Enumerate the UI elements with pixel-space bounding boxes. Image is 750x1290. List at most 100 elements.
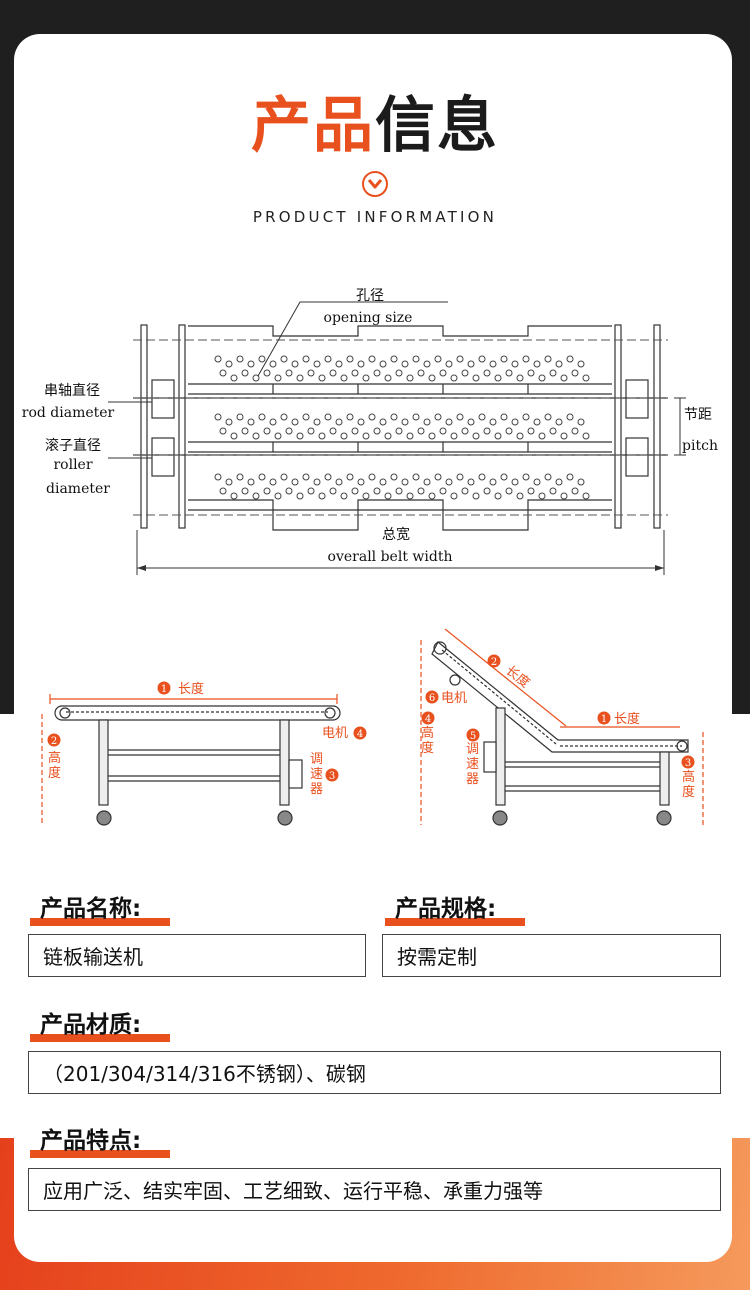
plate-hole [483, 369, 491, 377]
plate-hole [368, 413, 376, 421]
plate-hole [390, 473, 398, 481]
plate-hole [533, 478, 541, 486]
plate-hole [417, 487, 425, 495]
plate-hole [335, 360, 343, 368]
plate-hole [379, 360, 387, 368]
plate-hole [313, 418, 321, 426]
plate-hole [577, 418, 585, 426]
incline-num-2: 2 [491, 657, 497, 668]
plate-hole [285, 369, 293, 377]
plate-hole [428, 432, 436, 440]
incline-height3-label: 高度 [682, 769, 695, 800]
product-spec-value: 按需定制 [382, 934, 721, 977]
incline-num-3: 3 [685, 758, 691, 769]
flat-motor-label: 电机 [322, 726, 348, 741]
plate-hole [489, 418, 497, 426]
plate-hole [467, 418, 475, 426]
plate-hole [384, 374, 392, 382]
incline-motor-label: 电机 [441, 691, 467, 706]
plate-hole [296, 432, 304, 440]
plate-hole [505, 427, 513, 435]
roller-bottom-left [151, 437, 175, 477]
roller-label-cn: 滚子直径 [45, 437, 101, 454]
plate-hole [412, 355, 420, 363]
plate-hole [362, 374, 370, 382]
plate-hole [456, 355, 464, 363]
plate-hole [577, 360, 585, 368]
plate-hole [357, 360, 365, 368]
plate-hole [307, 369, 315, 377]
plate-hole [252, 492, 260, 500]
plate-hole [324, 473, 332, 481]
plate-hole [269, 418, 277, 426]
product-spec-label: 产品规格: [385, 896, 525, 926]
pitch-label-en: pitch [682, 438, 718, 454]
plate-hole [489, 478, 497, 486]
flat-num-1: 1 [161, 684, 167, 695]
plate-hole [423, 418, 431, 426]
plate-hole [252, 374, 260, 382]
plate-hole [274, 374, 282, 382]
plate-hole [296, 492, 304, 500]
plate-hole [302, 413, 310, 421]
plate-hole [269, 360, 277, 368]
plate-hole [362, 432, 370, 440]
plate-hole [285, 427, 293, 435]
plate-hole [219, 427, 227, 435]
plate-hole [533, 418, 541, 426]
plate-hole [544, 413, 552, 421]
plate-hole [401, 418, 409, 426]
plate-hole [313, 478, 321, 486]
incline-length2-label: 长度 [503, 663, 533, 692]
plate-hole [406, 432, 414, 440]
incline-num-6: 6 [429, 693, 435, 704]
plate-hole [566, 473, 574, 481]
plate-hole [505, 369, 513, 377]
plate-hole [483, 427, 491, 435]
plate-hole [379, 418, 387, 426]
plate-hole [318, 432, 326, 440]
plate-hole [340, 492, 348, 500]
plate-hole [566, 413, 574, 421]
plate-hole [434, 473, 442, 481]
plate-hole [500, 473, 508, 481]
plate-hole [219, 369, 227, 377]
plate-hole [412, 413, 420, 421]
product-name-label: 产品名称: [30, 896, 170, 926]
plate-hole [549, 487, 557, 495]
plate-hole [582, 432, 590, 440]
plate-hole [263, 427, 271, 435]
plate-hole [445, 478, 453, 486]
plate-hole [214, 355, 222, 363]
left-inner-plate [178, 324, 186, 529]
plate-hole [571, 369, 579, 377]
plate-hole [236, 413, 244, 421]
plate-hole [351, 487, 359, 495]
plate-hole [302, 355, 310, 363]
chevron-down-icon [362, 171, 388, 197]
plate-hole [395, 369, 403, 377]
plate-hole [511, 418, 519, 426]
flat-conveyor-diagram: 1 长度 2 高度 电机 4 调速器 3 [41, 681, 367, 826]
plate-hole [417, 369, 425, 377]
plate-hole [544, 473, 552, 481]
chain-plate-diagram: 孔径 opening size 串轴直径 rod diameter 滚子直径 r… [22, 288, 718, 575]
plate-hole [384, 432, 392, 440]
plate-hole [461, 369, 469, 377]
incline-length1-label: 长度 [614, 711, 640, 727]
plate-hole [544, 355, 552, 363]
plate-hole [214, 413, 222, 421]
width-label-en: overall belt width [328, 549, 453, 565]
plate-hole [522, 355, 530, 363]
product-material-value: （201/304/314/316不锈钢）、碳钢 [28, 1051, 721, 1094]
plate-hole [472, 432, 480, 440]
plate-hole [571, 427, 579, 435]
plate-hole [274, 432, 282, 440]
plate-hole [263, 487, 271, 495]
plate-hole [318, 492, 326, 500]
plate-hole [428, 374, 436, 382]
plate-hole [439, 487, 447, 495]
plate-hole [560, 432, 568, 440]
plate-hole [379, 478, 387, 486]
plate-hole [450, 492, 458, 500]
